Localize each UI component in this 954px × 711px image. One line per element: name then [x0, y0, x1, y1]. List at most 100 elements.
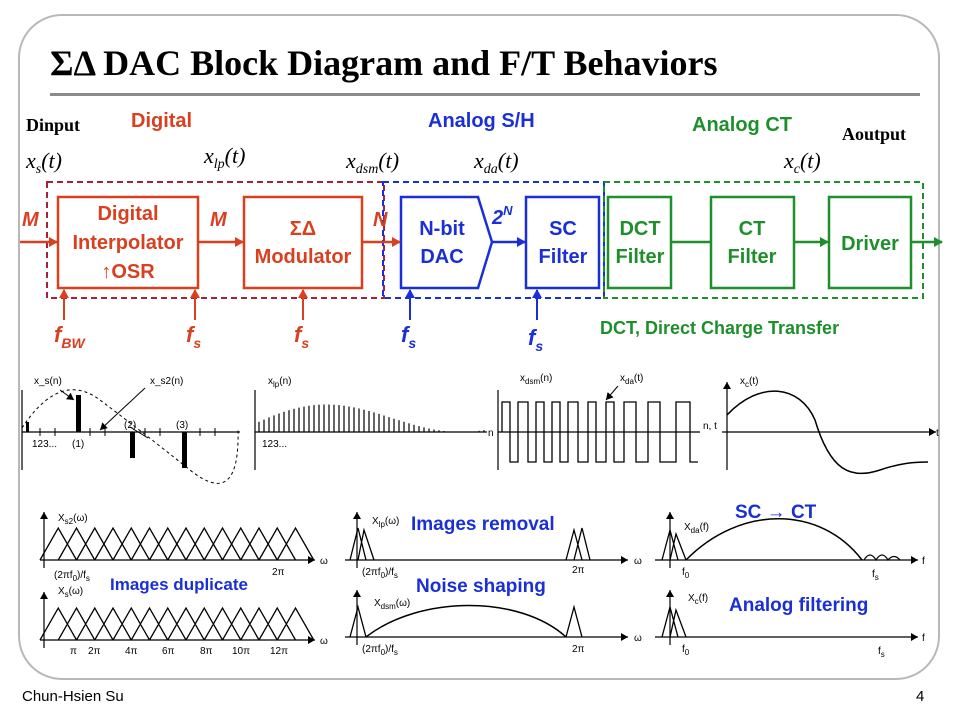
width-in: M — [22, 209, 40, 231]
fb-xaxis: ω — [320, 636, 328, 647]
clk-fs-2: fs — [294, 322, 309, 351]
tp2-axis: n — [488, 428, 494, 439]
time-plot-2: xlp(n) 123... n — [254, 376, 494, 470]
dct-note: DCT, Direct Charge Transfer — [600, 318, 839, 338]
fa-ylabel: Xs2(ω) — [58, 513, 88, 526]
signal-xlp: xlp(t) — [203, 143, 245, 172]
fe-xaxis: f — [922, 556, 925, 567]
width-dac: 2N — [491, 203, 513, 229]
aoutput-label: Aoutput — [842, 124, 906, 144]
tp1-l2: (2) — [124, 420, 136, 431]
freq-plot-b: Xs(ω) π 2π 4π 6π 8π 10π 12π ω — [39, 586, 328, 657]
note-sc-ct: SC → CT — [735, 502, 817, 523]
tp4-axis2: t — [936, 428, 939, 439]
dct-line1: DCT — [619, 218, 660, 240]
signal-xda: xda(t) — [473, 148, 519, 177]
dinput-label: Dinput — [26, 115, 80, 135]
sc-filter-block — [524, 195, 601, 290]
fa-xaxis: ω — [320, 556, 328, 567]
mod-line2: Modulator — [255, 246, 352, 268]
freq-plot-a: Xs2(ω) (2πf0)/fs 2π ω — [39, 512, 328, 583]
sc-line1: SC — [549, 218, 577, 240]
ct-filter-block — [709, 195, 796, 290]
dac-line1: N-bit — [419, 218, 465, 240]
clk-bw: fBW — [54, 322, 86, 351]
freq-plot-f: Xc(f) f0 fs f — [655, 590, 925, 659]
note-analog-filtering: Analog filtering — [729, 595, 868, 616]
interp-line1: Digital — [97, 203, 158, 225]
sc-line2: Filter — [539, 246, 588, 268]
ff-ylabel: Xc(f) — [688, 593, 708, 606]
tp3-xdsm: xdsm(n) — [520, 373, 552, 386]
tp2-xlp: xlp(n) — [268, 376, 291, 389]
fc-ylabel: Xlp(ω) — [372, 516, 399, 529]
freq-plot-e: Xda(f) f0 fs f — [655, 512, 925, 582]
tp1-xs2: x_s2(n) — [150, 376, 183, 387]
modulator-block — [242, 195, 364, 290]
fb-tick-8pi: 8π — [200, 646, 213, 657]
fb-ylabel: Xs(ω) — [58, 586, 83, 599]
freq-plot-d: Xdsm(ω) (2πf0)/fs 2π ω — [345, 590, 642, 657]
tp1-tick: 123... — [32, 439, 57, 450]
ff-x1: fs — [878, 646, 885, 659]
fd-xaxis: ω — [634, 633, 642, 644]
fb-tick-10pi: 10π — [232, 646, 250, 657]
driver-label: Driver — [841, 233, 899, 255]
interp-line2: Interpolator — [72, 232, 183, 254]
fd-x0: (2πf0)/fs — [362, 644, 398, 657]
clk-fs-3: fs — [401, 322, 416, 351]
fb-tick-4pi: 4π — [125, 646, 138, 657]
signal-xc: xc(t) — [783, 148, 821, 177]
time-plot-3: xdsm(n) xda(t) — [497, 373, 700, 470]
ct-line2: Filter — [728, 246, 777, 268]
ct-line1: CT — [739, 218, 766, 240]
clk-fs-4: fs — [528, 325, 543, 354]
fb-tick-12pi: 12π — [270, 646, 288, 657]
dct-line2: Filter — [616, 246, 665, 268]
fe-ylabel: Xda(f) — [684, 522, 709, 535]
tp2-tick: 123... — [262, 439, 287, 450]
tp1-l3: (3) — [176, 420, 188, 431]
tp3-xda: xda(t) — [620, 373, 643, 386]
interp-line3: ↑OSR — [101, 261, 155, 283]
signal-xs: xs(t) — [25, 148, 62, 177]
tp4-axis1: n, t — [703, 421, 717, 432]
clk-fs-1: fs — [186, 322, 201, 351]
dct-filter-block — [606, 195, 673, 290]
slide-frame — [18, 14, 940, 680]
analog-sh-region — [382, 181, 605, 299]
analog-ct-region — [603, 181, 924, 299]
time-plot-4: xc(t) n, t t — [703, 376, 939, 475]
fb-tick-2pi: 2π — [88, 646, 101, 657]
note-noise-shaping: Noise shaping — [416, 576, 546, 597]
page-number: 4 — [916, 688, 925, 705]
width-mid: M — [210, 209, 228, 231]
time-plot-1: x_s(n) x_s2(n) (2) (3) 123... (1) — [21, 376, 240, 484]
tp1-xs: x_s(n) — [34, 376, 62, 387]
tp4-xc: xc(t) — [740, 376, 758, 389]
fb-tick-6pi: 6π — [162, 646, 175, 657]
slide-title: ΣΔ DAC Block Diagram and F/T Behaviors — [50, 43, 718, 83]
fa-x0: (2πf0)/fs — [54, 570, 90, 583]
fd-ylabel: Xdsm(ω) — [374, 598, 410, 611]
digital-header: Digital — [131, 110, 192, 132]
mod-line1: ΣΔ — [290, 218, 316, 240]
width-dsm: N — [373, 209, 388, 231]
fc-x0: (2πf0)/fs — [362, 567, 398, 580]
freq-plot-c: Xlp(ω) (2πf0)/fs 2π ω — [345, 512, 642, 580]
fe-x1: fs — [872, 569, 879, 582]
footer-author: Chun-Hsien Su — [22, 688, 124, 705]
tp1-l1: (1) — [72, 439, 84, 450]
fc-xaxis: ω — [634, 556, 642, 567]
fb-tick-pi: π — [70, 646, 77, 657]
fe-x0: f0 — [682, 567, 690, 580]
note-images-removal: Images removal — [411, 514, 555, 535]
fd-x1: 2π — [572, 644, 585, 655]
ff-xaxis: f — [922, 633, 925, 644]
fa-x1: 2π — [272, 567, 285, 578]
signal-xdsm: xdsm(t) — [345, 148, 399, 177]
analog-sh-header: Analog S/H — [428, 110, 535, 132]
analog-ct-header: Analog CT — [692, 114, 792, 136]
note-images-duplicate: Images duplicate — [110, 575, 248, 594]
